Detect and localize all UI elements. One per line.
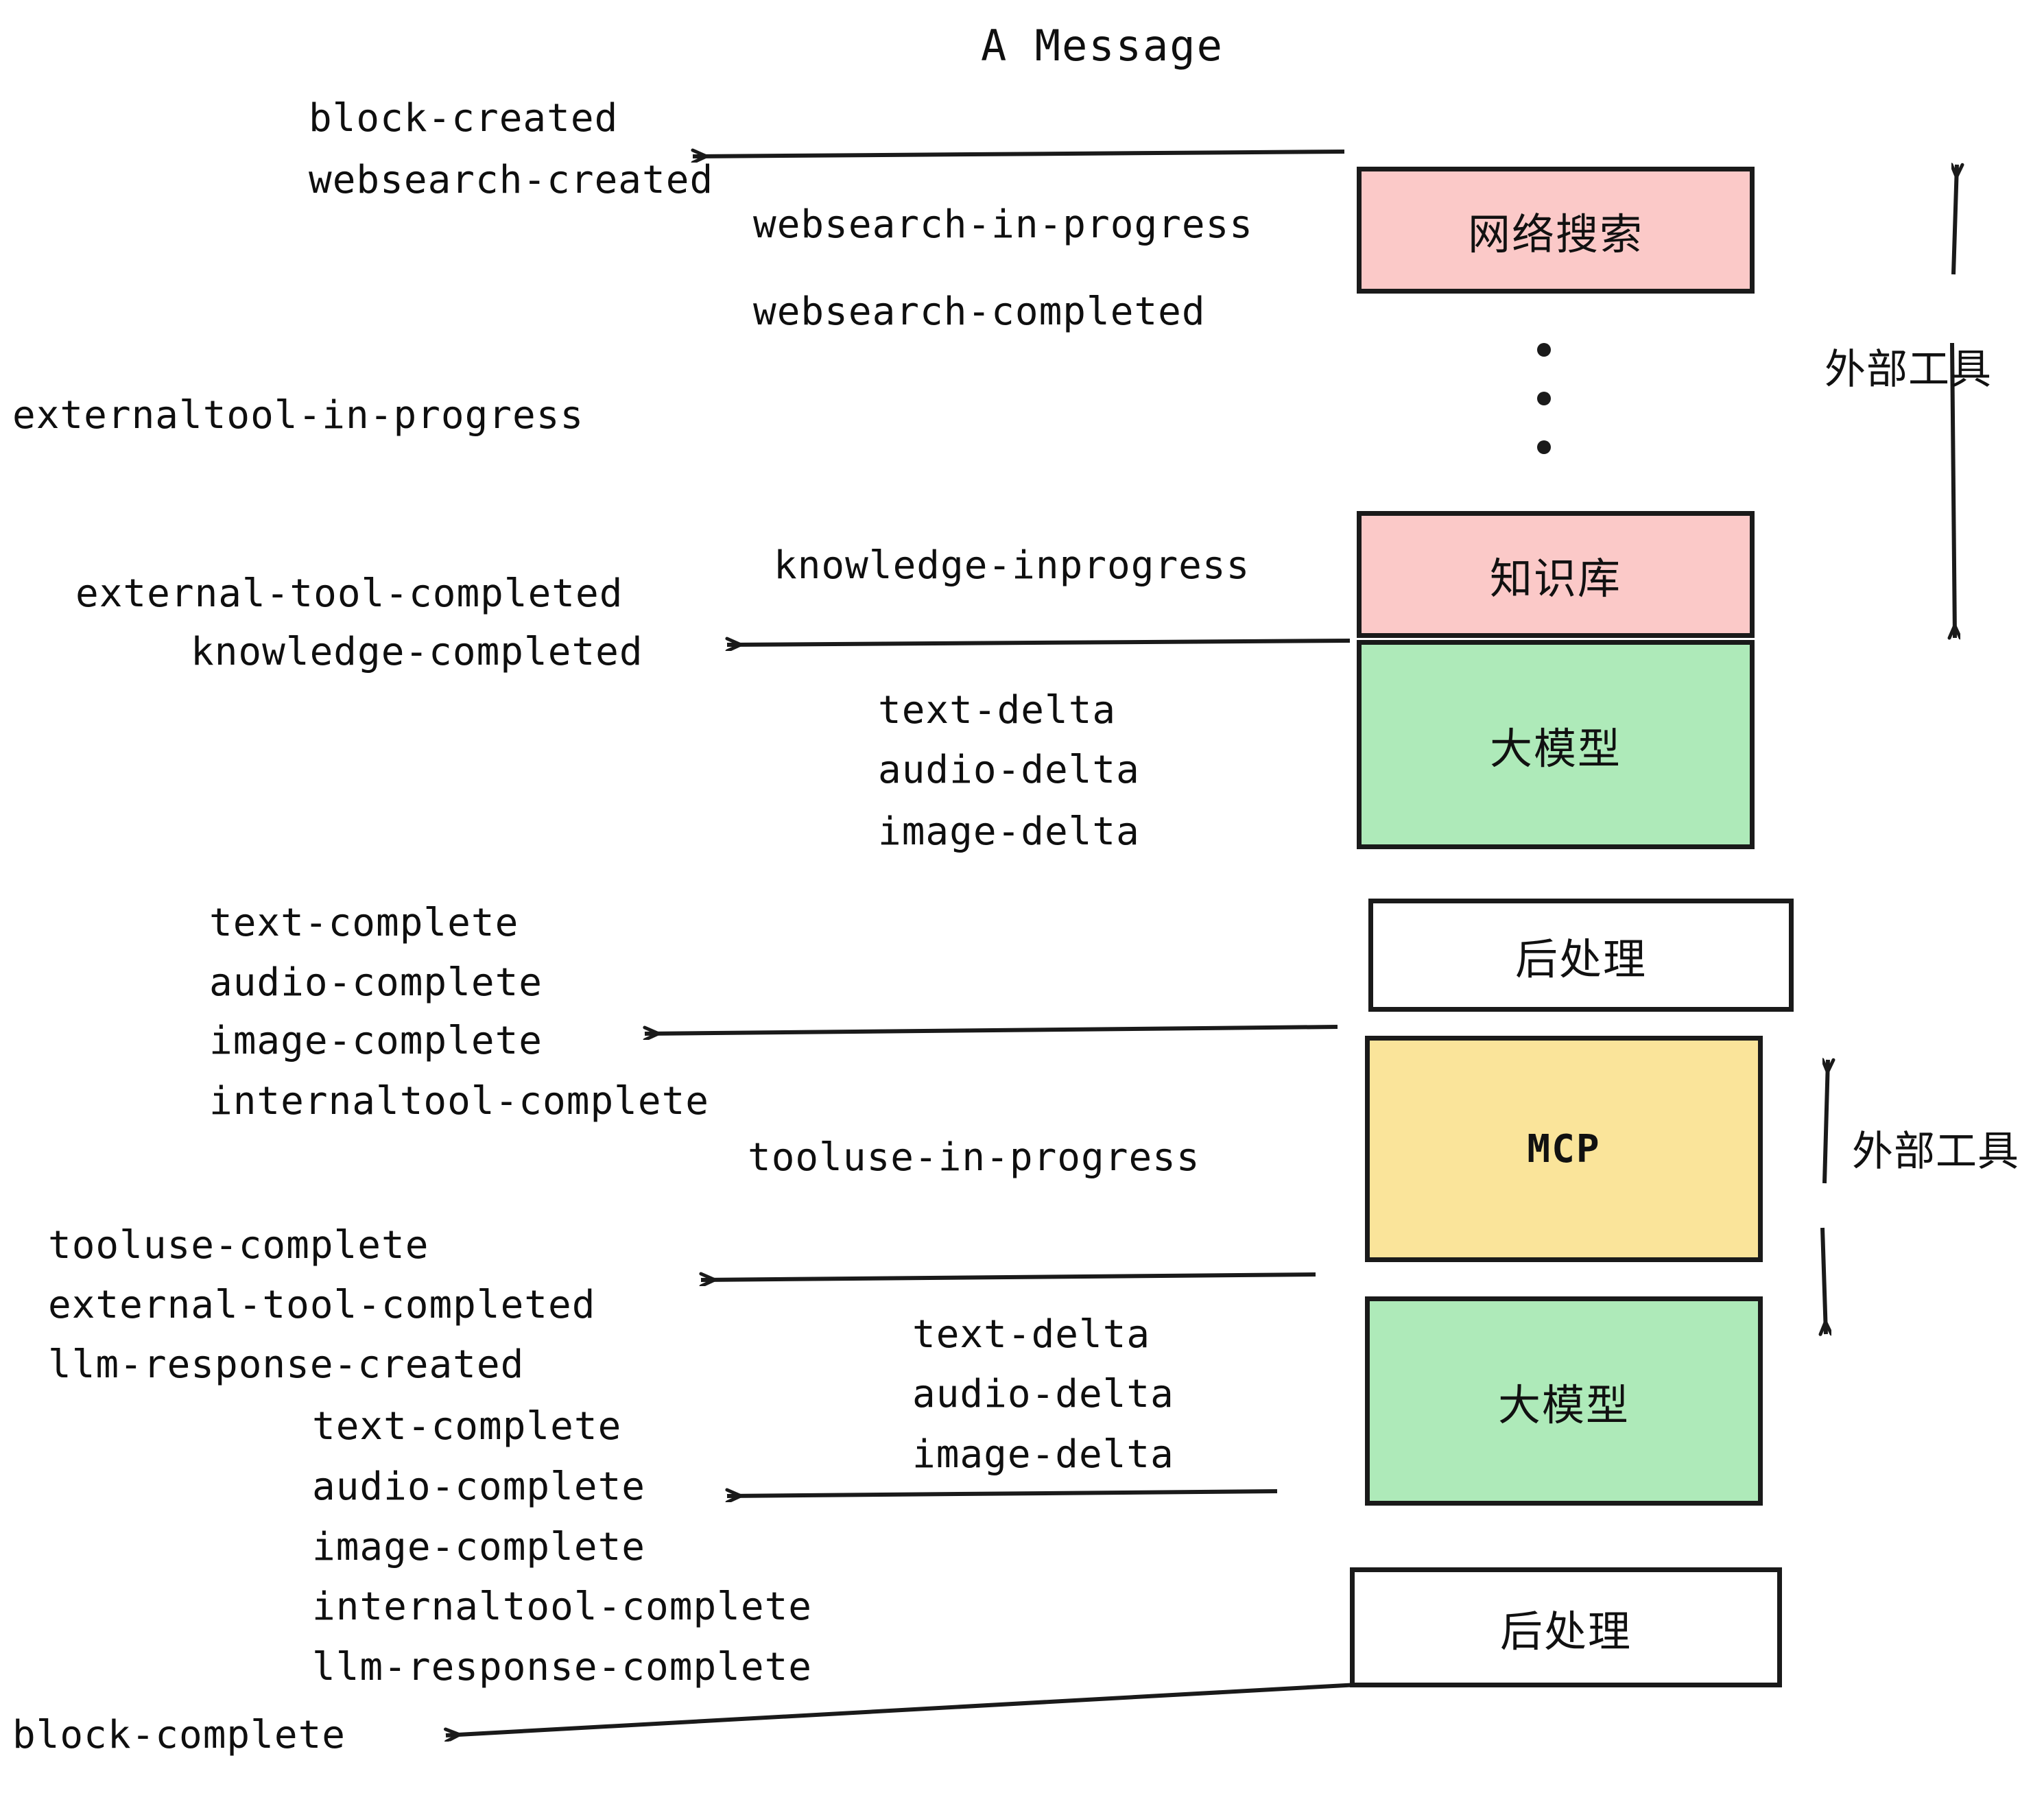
group-label-external-tools-bottom: 外部工具 <box>1852 1128 2019 1176</box>
node-postprocess-1-label: 后处理 <box>1514 934 1647 984</box>
node-postprocess-2-label: 后处理 <box>1499 1606 1632 1657</box>
event-text-delta-1: text-delta <box>878 688 1117 733</box>
node-llm-1[interactable]: 大模型 <box>1357 640 1755 849</box>
event-image-delta-1: image-delta <box>878 809 1140 854</box>
arrow-block-created <box>693 152 1345 156</box>
event-image-complete-2: image-complete <box>312 1525 646 1569</box>
event-image-delta-2: image-delta <box>912 1432 1174 1477</box>
event-text-complete-2: text-complete <box>312 1404 622 1449</box>
arrow-block-complete <box>446 1683 1359 1735</box>
ellipsis-vertical-dots <box>1536 343 1552 454</box>
event-audio-complete-1: audio-complete <box>209 960 543 1005</box>
event-llm-response-created: llm-response-created <box>48 1342 525 1387</box>
event-block-created: block-created <box>309 96 619 141</box>
node-mcp[interactable]: MCP <box>1365 1036 1763 1262</box>
node-knowledge-label: 知识库 <box>1489 553 1621 604</box>
dot-1 <box>1537 343 1551 357</box>
node-mcp-label: MCP <box>1527 1126 1601 1172</box>
event-tooluse-complete: tooluse-complete <box>48 1223 429 1268</box>
arrow-knowledge-completed <box>727 641 1351 645</box>
group-label-external-tools-top: 外部工具 <box>1825 346 1992 394</box>
external-tools-top-up-arrow <box>1953 165 1957 275</box>
event-audio-delta-2: audio-delta <box>912 1372 1174 1416</box>
event-external-tool-completed-2: external-tool-completed <box>48 1283 596 1327</box>
node-llm-2[interactable]: 大模型 <box>1365 1296 1763 1506</box>
event-external-tool-completed-1: external-tool-completed <box>75 571 623 616</box>
event-audio-delta-1: audio-delta <box>878 748 1140 792</box>
external-tools-bottom-up-arrow <box>1825 1060 1828 1184</box>
node-knowledge[interactable]: 知识库 <box>1357 511 1755 638</box>
event-audio-complete-2: audio-complete <box>312 1464 646 1509</box>
event-image-complete-1: image-complete <box>209 1019 543 1063</box>
event-text-complete-1: text-complete <box>209 901 519 945</box>
external-tools-bottom-down-arrow <box>1822 1227 1826 1334</box>
event-llm-response-complete: llm-response-complete <box>312 1645 813 1689</box>
event-knowledge-completed: knowledge-completed <box>191 630 643 674</box>
node-postprocess-2[interactable]: 后处理 <box>1350 1567 1782 1687</box>
arrow-image-complete <box>645 1025 1338 1034</box>
node-websearch-label: 网络搜索 <box>1467 209 1643 259</box>
dot-2 <box>1537 392 1551 405</box>
event-websearch-created: websearch-created <box>309 158 714 202</box>
page-title: A Message <box>981 21 1224 71</box>
event-internaltool-complete-1: internaltool-complete <box>209 1079 710 1124</box>
arrow-tooluse-complete <box>701 1274 1316 1280</box>
event-block-complete: block-complete <box>12 1713 346 1757</box>
event-text-delta-2: text-delta <box>912 1312 1151 1357</box>
event-tooluse-in-progress: tooluse-in-progress <box>748 1135 1200 1180</box>
node-llm-2-label: 大模型 <box>1497 1379 1630 1430</box>
event-internaltool-complete-2: internaltool-complete <box>312 1585 813 1629</box>
node-postprocess-1[interactable]: 后处理 <box>1368 899 1794 1012</box>
arrow-audio-complete <box>727 1491 1278 1496</box>
event-externaltool-in-progress: externaltool-in-progress <box>12 393 584 438</box>
dot-3 <box>1537 440 1551 454</box>
node-llm-1-label: 大模型 <box>1489 723 1621 774</box>
node-websearch[interactable]: 网络搜索 <box>1357 167 1755 294</box>
event-websearch-completed: websearch-completed <box>753 289 1206 334</box>
event-websearch-in-progress: websearch-in-progress <box>753 202 1254 247</box>
event-knowledge-inprogress: knowledge-inprogress <box>774 543 1250 588</box>
